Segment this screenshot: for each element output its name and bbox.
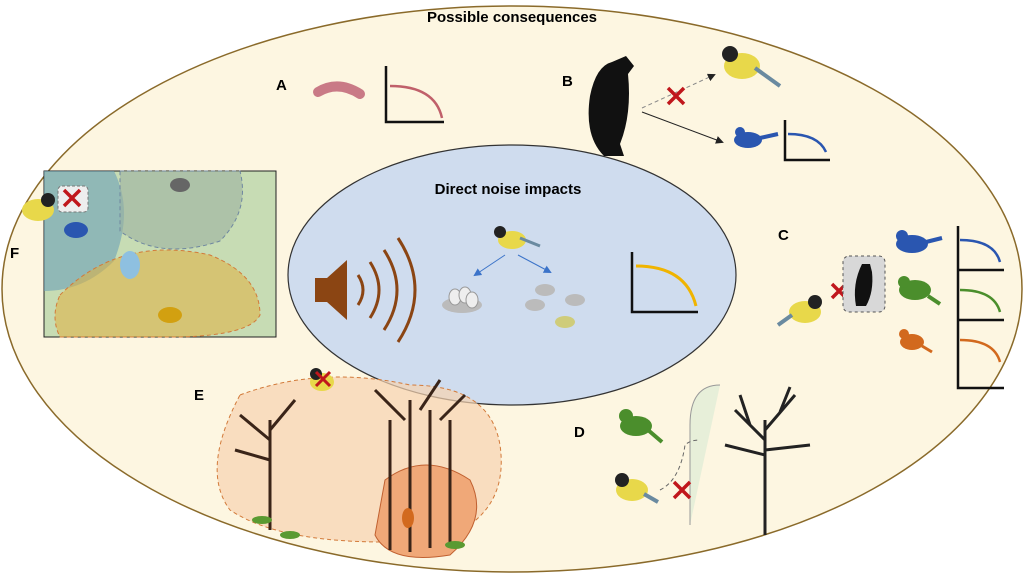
grey-bird-icon bbox=[170, 178, 190, 192]
eggs-nest-icon bbox=[442, 286, 482, 313]
panel-label-c: C bbox=[778, 227, 789, 244]
hawk-predator-icon bbox=[854, 264, 873, 306]
panel-label-b: B bbox=[562, 73, 573, 90]
green-bird-icon bbox=[898, 276, 942, 306]
orange-bird-icon bbox=[158, 307, 182, 323]
cross-icon bbox=[666, 86, 686, 106]
inner-title: Direct noise impacts bbox=[435, 181, 582, 198]
orange-bird-icon bbox=[402, 508, 414, 528]
panel-label-f: F bbox=[10, 245, 19, 262]
cross-icon bbox=[672, 480, 692, 500]
outer-title: Possible consequences bbox=[427, 9, 597, 26]
panel-label-d: D bbox=[574, 424, 585, 441]
orange-bird-icon bbox=[899, 329, 933, 354]
green-bird-icon bbox=[619, 409, 664, 444]
cross-icon bbox=[314, 370, 332, 388]
pond bbox=[120, 251, 140, 279]
arrow-to-chicks bbox=[517, 254, 552, 273]
caterpillar-icon bbox=[313, 81, 365, 99]
grey-species-range bbox=[119, 170, 243, 250]
panel-label-e: E bbox=[194, 387, 204, 404]
decline-graph-a-icon bbox=[384, 66, 444, 124]
blue-bird-icon bbox=[64, 222, 88, 238]
great-tit-bird-icon bbox=[22, 193, 55, 221]
panel-label-a: A bbox=[276, 77, 287, 94]
great-tit-bird-icon bbox=[776, 295, 822, 327]
tree-icon bbox=[724, 386, 811, 535]
decline-graph-icon bbox=[630, 252, 698, 314]
decline-graph-b-icon bbox=[783, 120, 830, 162]
arrow-to-blue-bird bbox=[641, 111, 724, 144]
great-tit-bird-icon bbox=[722, 46, 782, 88]
trees-icon bbox=[234, 379, 467, 552]
dashed-arrow-to-tit bbox=[641, 73, 716, 109]
blue-bird-icon bbox=[896, 230, 943, 253]
chicks-birds-icon bbox=[525, 284, 585, 328]
great-tit-bird-icon bbox=[615, 473, 659, 504]
blocked-range-outline bbox=[659, 439, 701, 491]
speaker-icon bbox=[315, 237, 417, 343]
song-range-brace bbox=[689, 384, 721, 525]
grasshopper-icon bbox=[252, 516, 465, 549]
blue-bird-icon bbox=[734, 127, 779, 148]
great-tit-bird-icon bbox=[494, 226, 541, 249]
hawk-predator-icon bbox=[588, 56, 634, 156]
decline-graphs-c-icon bbox=[956, 226, 1004, 390]
arrow-to-eggs bbox=[473, 254, 506, 277]
cross-icon bbox=[62, 188, 82, 208]
